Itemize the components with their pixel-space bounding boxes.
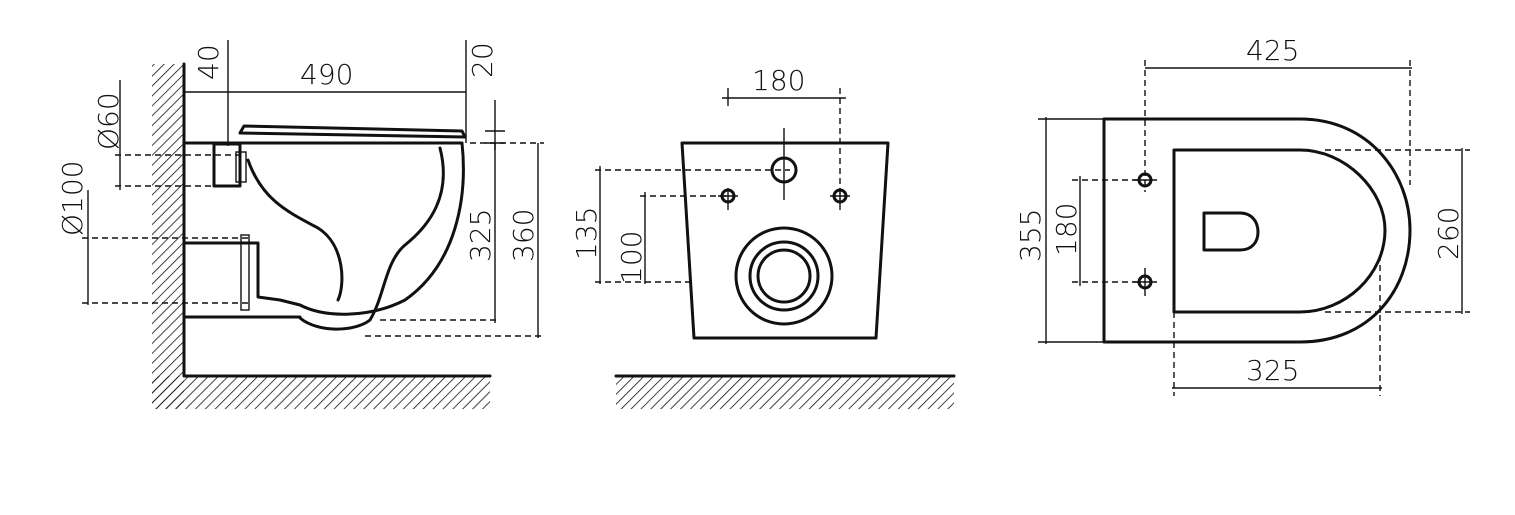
dim-text-490: 490 (300, 58, 353, 91)
dim-text-425: 425 (1246, 34, 1299, 67)
rear-drain-inner (756, 248, 812, 304)
dim-text-20: 20 (466, 42, 499, 78)
rear-drain-mid (748, 240, 820, 312)
top-drain-slot (1202, 211, 1260, 252)
dim-text-180-rear: 180 (752, 64, 805, 97)
bowl-trap (246, 158, 344, 302)
dim-text-180-top: 180 (1050, 203, 1083, 256)
rear-drain-outer (734, 226, 834, 326)
rear-floor-hatch (616, 376, 954, 409)
dim-text-260: 260 (1432, 207, 1465, 260)
top-inner-bowl (1172, 148, 1387, 314)
side-view: 490 40 20 Ø60 Ø100 325 360 (56, 40, 544, 409)
dim-text-325-top: 325 (1246, 354, 1299, 387)
seat-lid (238, 124, 467, 139)
dim-text-100: 100 (615, 231, 648, 284)
inlet-flange (235, 151, 247, 183)
dim-text-355: 355 (1014, 209, 1047, 262)
wall-floor-outline (182, 62, 492, 378)
dim-text-325: 325 (464, 209, 497, 262)
top-outer-outline (1102, 117, 1412, 344)
rear-view: 180 135 100 (570, 64, 956, 409)
top-view: 425 325 355 180 260 (1014, 34, 1470, 396)
bowl-shell (184, 141, 465, 316)
drain-connector (240, 234, 250, 311)
rear-body (680, 141, 890, 340)
dim-text-40: 40 (192, 44, 225, 80)
dim-text-o100: Ø100 (56, 161, 89, 236)
dim-text-o60: Ø60 (92, 92, 125, 150)
wall-hatch (152, 64, 184, 409)
dim-text-360: 360 (507, 209, 540, 262)
dim-text-135: 135 (570, 207, 603, 260)
floor-hatch (152, 376, 490, 409)
bowl-inner-front (298, 146, 445, 331)
